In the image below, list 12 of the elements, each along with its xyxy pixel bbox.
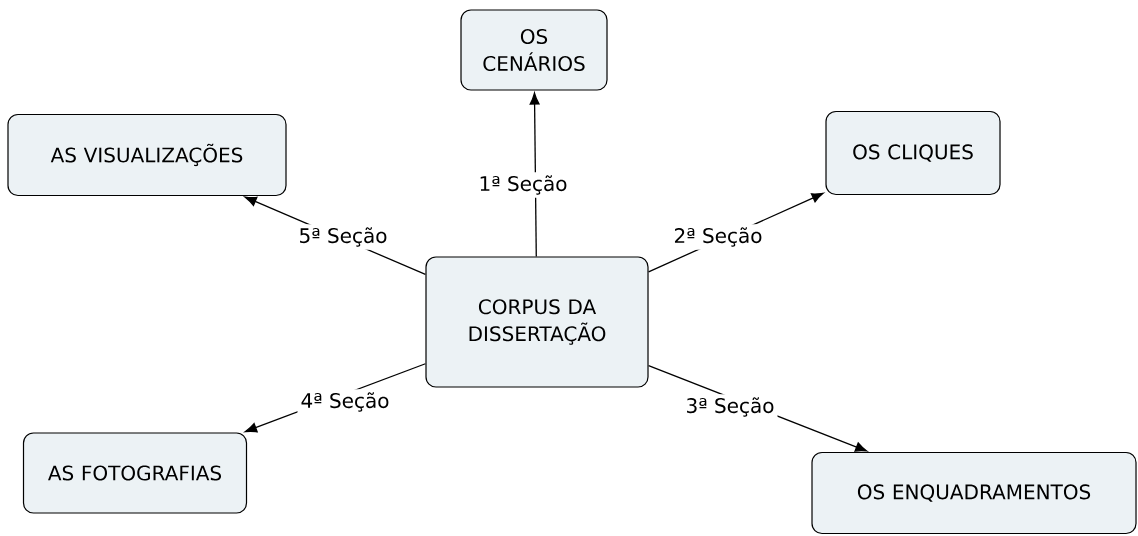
edge-label: 3ª Seção xyxy=(682,394,778,420)
concept-box: AS FOTOGRAFIAS xyxy=(22,432,248,514)
edge-label: 4ª Seção xyxy=(297,389,393,415)
concept-box: OS CENÁRIOS xyxy=(460,9,608,91)
edge-label: 5ª Seção xyxy=(295,224,391,250)
edge-label: 2ª Seção xyxy=(670,224,766,250)
concept-box: CORPUS DA DISSERTAÇÃO xyxy=(425,256,649,388)
concept-box: OS CLIQUES xyxy=(825,110,1001,196)
edge-label: 1ª Seção xyxy=(475,172,571,198)
concept-box: OS ENQUADRAMENTOS xyxy=(811,451,1137,535)
concept-box: AS VISUALIZAÇÕES xyxy=(7,113,287,197)
arrow xyxy=(529,92,540,258)
